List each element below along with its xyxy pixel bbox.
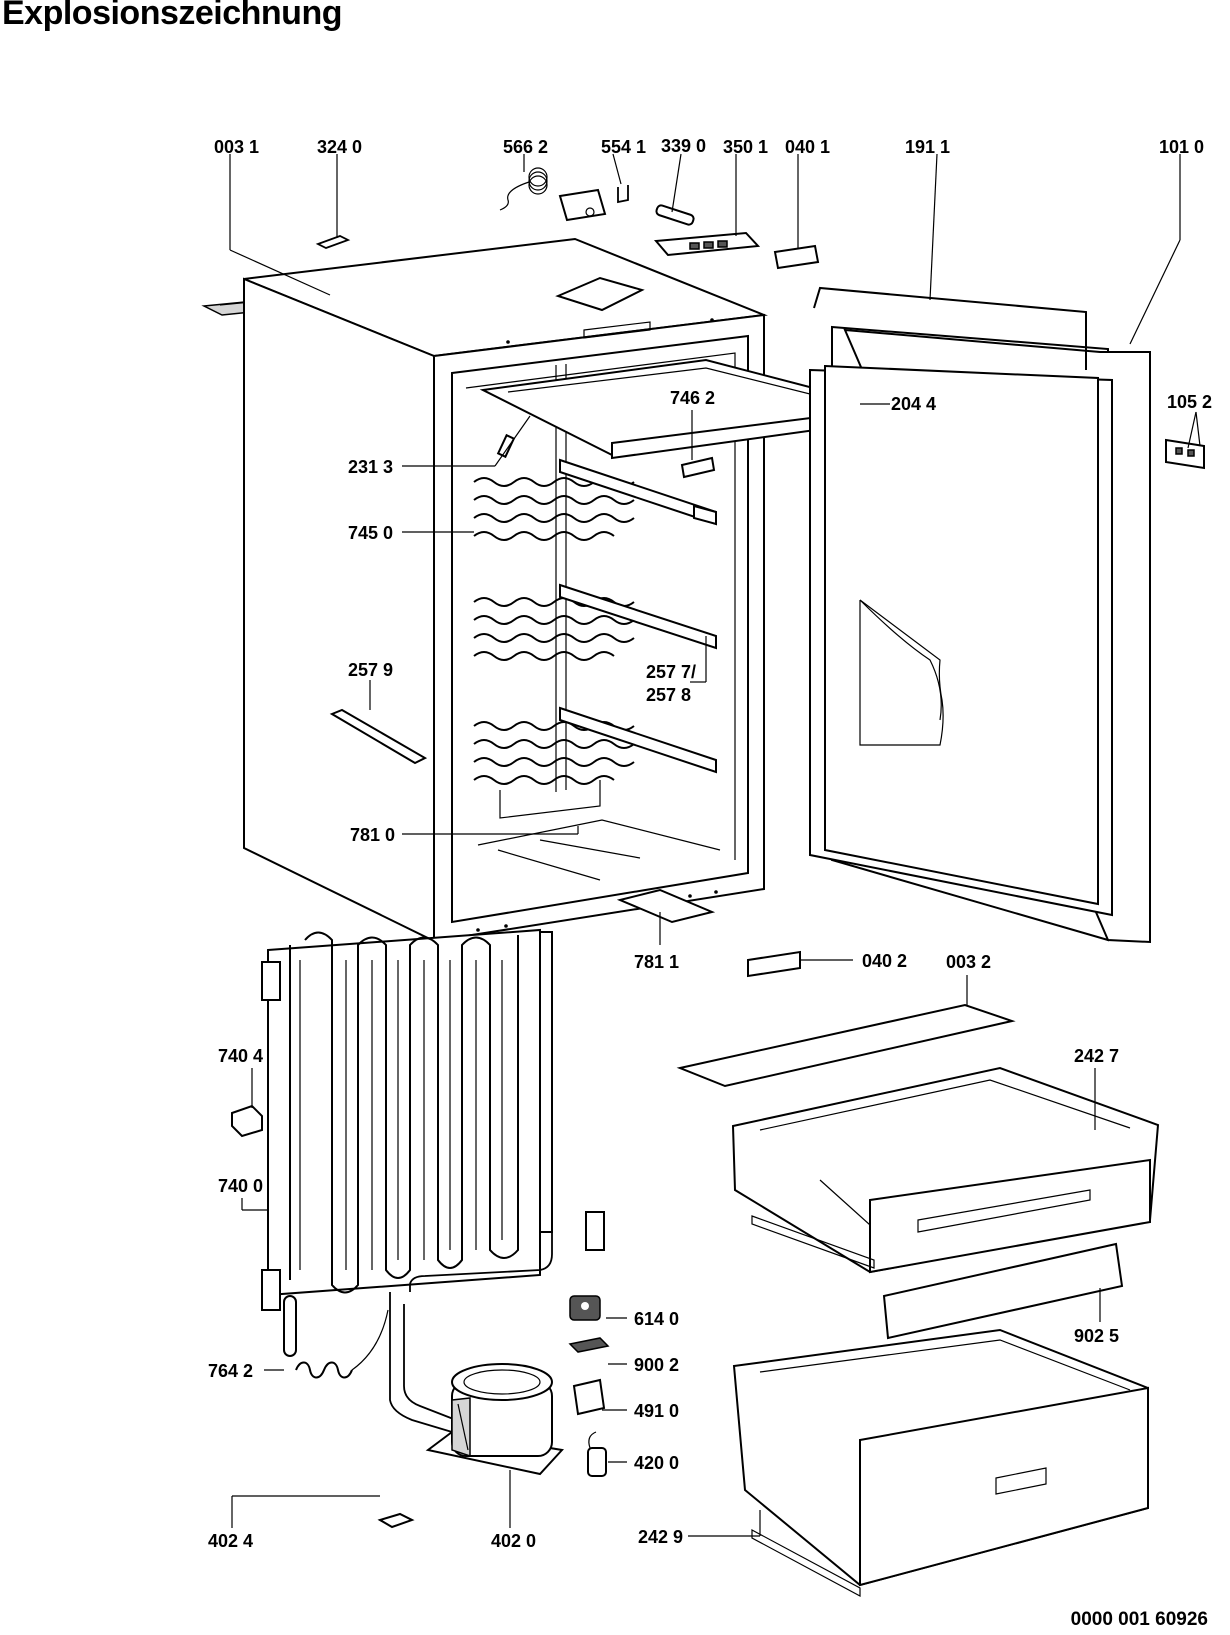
part-label-204-4: 204 4 [891, 394, 936, 414]
part-label-339-0: 339 0 [661, 136, 706, 156]
drip-channel-part [616, 888, 716, 924]
condenser-part [261, 928, 605, 1311]
part-label-101-0: 101 0 [1159, 137, 1204, 157]
crisper-drawer-upper [731, 1066, 1160, 1274]
drawer-cover-part [882, 1242, 1124, 1340]
overload-protector-part [572, 1378, 606, 1416]
evaporator-coil-bottom [473, 706, 717, 819]
part-label-740-4: 740 4 [218, 1046, 263, 1066]
part-label-781-1: 781 1 [634, 952, 679, 972]
part-label-257-9: 257 9 [348, 660, 393, 680]
part-label-566-2: 566 2 [503, 137, 548, 157]
discharge-tube [409, 1230, 553, 1292]
part-label-324-0: 324 0 [317, 137, 362, 157]
door-hinge-part [1165, 438, 1205, 470]
part-label-003-1: 003 1 [214, 137, 259, 157]
clip-part [315, 235, 351, 249]
part-label-040-1: 040 1 [785, 137, 830, 157]
part-label-740-0: 740 0 [218, 1176, 263, 1196]
page-title: Explosionszeichnung [2, 0, 342, 32]
part-label-614-0: 614 0 [634, 1309, 679, 1329]
drawer-strip-upper [751, 1215, 875, 1269]
drawer-strip-lower [751, 1528, 861, 1598]
part-label-902-5: 902 5 [1074, 1326, 1119, 1346]
part-label-402-0: 402 0 [491, 1531, 536, 1551]
door-part [809, 325, 1151, 944]
part-label-402-4: 402 4 [208, 1531, 253, 1551]
light-housing-part [653, 231, 761, 257]
part-labels: 003 1 324 0 566 2 554 1 339 0 350 1 040 … [208, 136, 1212, 1551]
part-label-781-0: 781 0 [350, 825, 395, 845]
part-label-764-2: 764 2 [208, 1361, 253, 1381]
part-label-242-9: 242 9 [638, 1527, 683, 1547]
suction-tube [389, 1292, 457, 1433]
part-label-554-1: 554 1 [601, 137, 646, 157]
bracket-small-part [617, 185, 629, 204]
side-rail-part [329, 708, 428, 765]
shelf-bracket-part [680, 456, 716, 479]
part-label-231-3: 231 3 [348, 457, 393, 477]
lamp-part [655, 204, 695, 226]
hinge-top-part [773, 244, 820, 270]
lamp-cover-part [496, 433, 516, 459]
condenser-clip-part [231, 1104, 263, 1138]
door-gasket-part [813, 286, 1087, 370]
inner-back-wall [477, 364, 721, 881]
part-label-900-2: 900 2 [634, 1355, 679, 1375]
part-label-191-1: 191 1 [905, 137, 950, 157]
start-relay-part [569, 1295, 601, 1321]
crisper-drawer-lower [732, 1328, 1149, 1587]
evaporator-coil-top [473, 458, 717, 541]
part-label-745-0: 745 0 [348, 523, 393, 543]
cabinet-body [243, 237, 768, 943]
part-label-040-2: 040 2 [862, 951, 907, 971]
part-label-003-2: 003 2 [946, 952, 991, 972]
evaporator-coil-middle [473, 583, 717, 661]
part-label-746-2: 746 2 [670, 388, 715, 408]
part-label-420-0: 420 0 [634, 1453, 679, 1473]
hinge-bottom-part [747, 950, 801, 978]
part-label-105-2: 105 2 [1167, 392, 1212, 412]
leader-lines [229, 153, 1201, 1537]
part-label-491-0: 491 0 [634, 1401, 679, 1421]
thermostat-part [499, 167, 607, 222]
compressor-part [425, 1363, 564, 1476]
bottom-rail-part [676, 1003, 1016, 1088]
document-number: 0000 001 60926 [1070, 1609, 1208, 1630]
part-label-350-1: 350 1 [723, 137, 768, 157]
part-label-257-7: 257 7/ [646, 662, 696, 682]
part-label-257-8: 257 8 [646, 685, 691, 705]
part-label-242-7: 242 7 [1074, 1046, 1119, 1066]
compressor-clip-part [377, 1512, 415, 1529]
capacitor-part [587, 1431, 607, 1477]
cable-part [568, 1337, 610, 1353]
dryer-filter-part [283, 1295, 389, 1379]
